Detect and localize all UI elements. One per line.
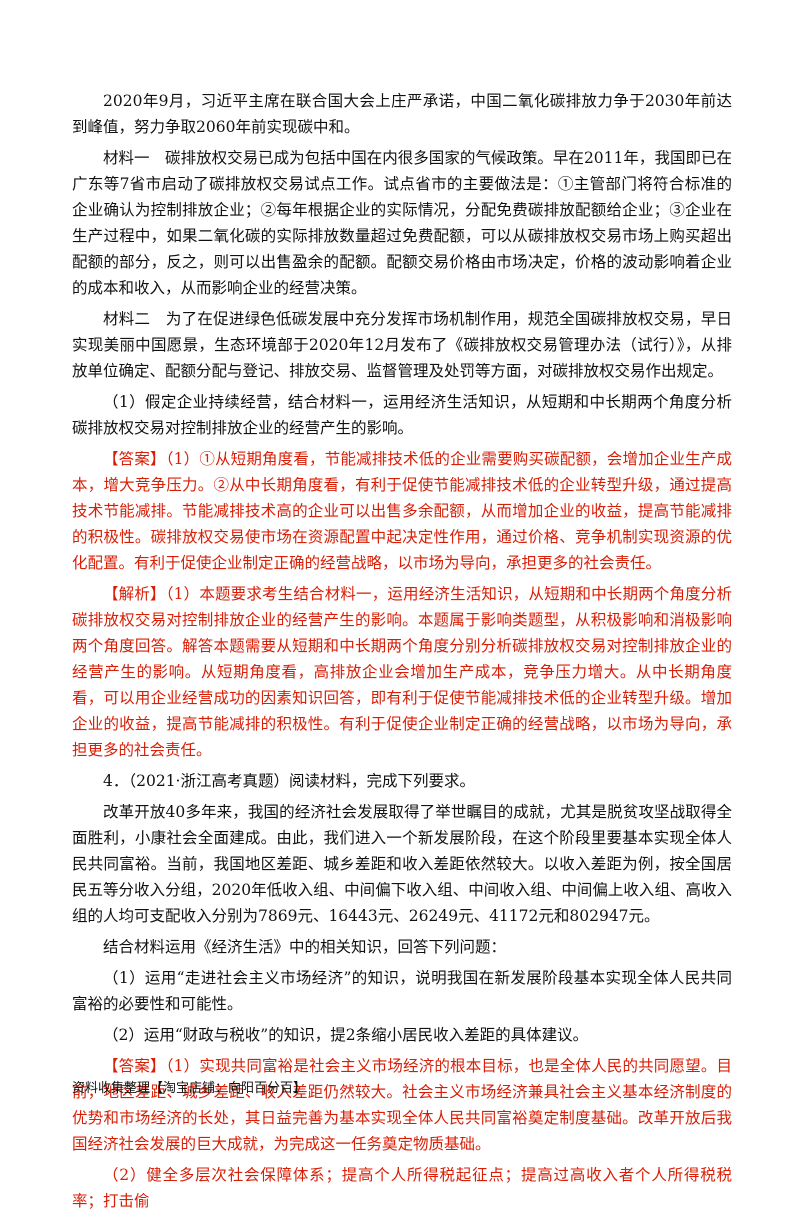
answer-4-2: （2）健全多层次社会保障体系；提高个人所得税起征点；提高过高收入者个人所得税税率… bbox=[72, 1166, 732, 1210]
paragraph-intro: 2020年9月，习近平主席在联合国大会上庄严承诺，中国二氧化碳排放力争于2030… bbox=[72, 92, 732, 136]
paragraph-material-2: 材料二 为了在促进绿色低碳发展中充分发挥市场机制作用，规范全国碳排放权交易，早日… bbox=[72, 310, 732, 380]
question-4-heading: 4．（2021·浙江高考真题）阅读材料，完成下列要求。 bbox=[103, 772, 475, 790]
document-body: 2020年9月，习近平主席在联合国大会上庄严承诺，中国二氧化碳排放力争于2030… bbox=[72, 88, 732, 1219]
answer-4-1: 【答案】（1）实现共同富裕是社会主义市场经济的根本目标，也是全体人民的共同愿望。… bbox=[72, 1057, 732, 1153]
question-4-2: （2）运用“财政与税收”的知识，提2条缩小居民收入差距的具体建议。 bbox=[103, 1026, 589, 1044]
document-page: 2020年9月，习近平主席在联合国大会上庄严承诺，中国二氧化碳排放力争于2030… bbox=[72, 92, 732, 1210]
answer-1: 【答案】（1）①从短期角度看，节能减排技术低的企业需要购买碳配额，会增加企业生产… bbox=[72, 450, 732, 572]
question-4-1: （1）运用“走进社会主义市场经济”的知识，说明我国在新发展阶段基本实现全体人民共… bbox=[72, 969, 732, 1013]
question-1: （1）假定企业持续经营，结合材料一，运用经济生活知识，从短期和中长期两个角度分析… bbox=[72, 393, 732, 437]
page-footer: 资料收集整理【淘宝店铺：向阳百分百】 bbox=[72, 1081, 307, 1096]
paragraph-material-4: 改革开放40多年来，我国的经济社会发展取得了举世瞩目的成就，尤其是脱贫攻坚战取得… bbox=[72, 803, 732, 925]
analysis-1: 【解析】（1）本题要求考生结合材料一，运用经济生活知识，从短期和中长期两个角度分… bbox=[72, 585, 732, 759]
paragraph-material-1: 材料一 碳排放权交易已成为包括中国在内很多国家的气候政策。早在2011年，我国即… bbox=[72, 149, 732, 297]
question-4-prompt: 结合材料运用《经济生活》中的相关知识，回答下列问题： bbox=[103, 938, 507, 956]
